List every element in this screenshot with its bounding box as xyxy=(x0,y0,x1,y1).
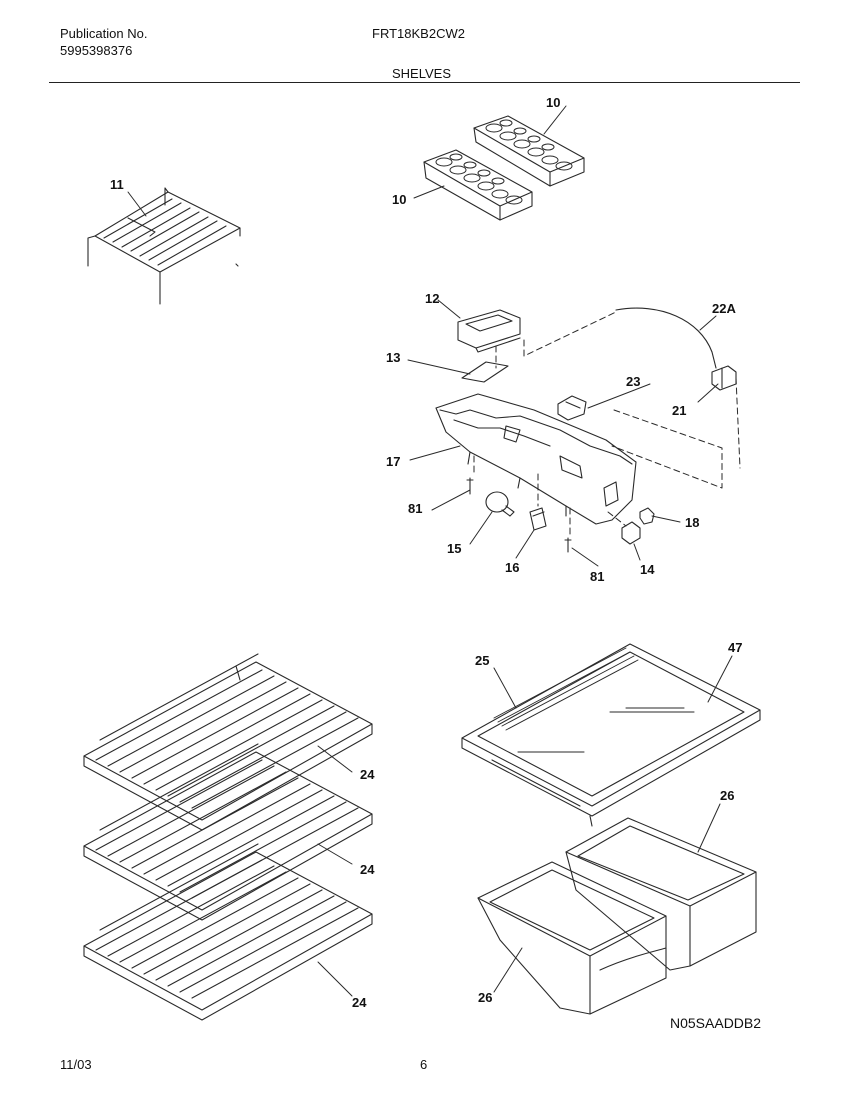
callout-24-top: 24 xyxy=(360,767,375,782)
callout-81-right: 81 xyxy=(590,569,605,584)
capillary-tube-drawing xyxy=(616,308,716,368)
callout-11: 11 xyxy=(110,177,124,192)
callout-12: 12 xyxy=(425,291,440,306)
screw-81-right-drawing xyxy=(565,538,571,552)
light-lens-drawing xyxy=(462,362,508,382)
light-socket-drawing xyxy=(530,508,546,530)
light-switch-drawing xyxy=(622,522,640,544)
callout-26-right: 26 xyxy=(720,788,735,803)
publication-number: 5995398376 xyxy=(60,43,133,58)
crisper-drawer-right-drawing xyxy=(566,818,756,970)
callout-17: 17 xyxy=(386,454,401,469)
crisper-drawer-left-drawing xyxy=(478,862,666,1014)
model-number: FRT18KB2CW2 xyxy=(372,26,465,41)
callout-10-top: 10 xyxy=(546,95,561,110)
leader-dash-lines xyxy=(474,312,740,538)
callout-16: 16 xyxy=(505,560,520,575)
callout-15: 15 xyxy=(447,541,462,556)
control-housing-drawing xyxy=(436,394,636,524)
publication-label: Publication No. xyxy=(60,26,148,41)
callout-23: 23 xyxy=(626,374,641,389)
callout-47: 47 xyxy=(728,640,743,655)
diagram-code: N05SAADDB2 xyxy=(670,1015,762,1031)
callout-25: 25 xyxy=(475,653,490,668)
ice-tray-front-drawing xyxy=(424,150,532,220)
switch-button-drawing xyxy=(640,508,654,524)
callout-22a: 22A xyxy=(712,301,736,316)
page-number: 6 xyxy=(420,1057,428,1072)
footer-date: 11/03 xyxy=(60,1057,92,1072)
freezer-wire-shelf-drawing xyxy=(88,188,240,304)
callout-18: 18 xyxy=(685,515,700,530)
callout-leaders xyxy=(128,106,732,996)
crisper-cover-drawing xyxy=(462,644,760,826)
screw-81-left-drawing xyxy=(467,478,473,494)
callout-13: 13 xyxy=(386,350,401,365)
thermostat-knob-drawing xyxy=(558,396,586,420)
light-shield-drawing xyxy=(458,310,520,352)
callout-21: 21 xyxy=(672,403,687,418)
callout-26-left: 26 xyxy=(478,990,493,1005)
callout-14: 14 xyxy=(640,562,655,577)
section-title: SHELVES xyxy=(392,66,452,81)
callout-24-bottom: 24 xyxy=(352,995,367,1010)
wire-shelf-bottom-drawing xyxy=(84,844,372,1020)
header-rule xyxy=(49,82,800,83)
light-bulb-drawing xyxy=(486,492,514,516)
callout-24-middle: 24 xyxy=(360,862,375,877)
ice-tray-back-drawing xyxy=(474,116,584,186)
wire-shelf-middle-drawing xyxy=(84,744,372,920)
callout-81-left: 81 xyxy=(408,501,423,516)
callout-10-left: 10 xyxy=(392,192,407,207)
